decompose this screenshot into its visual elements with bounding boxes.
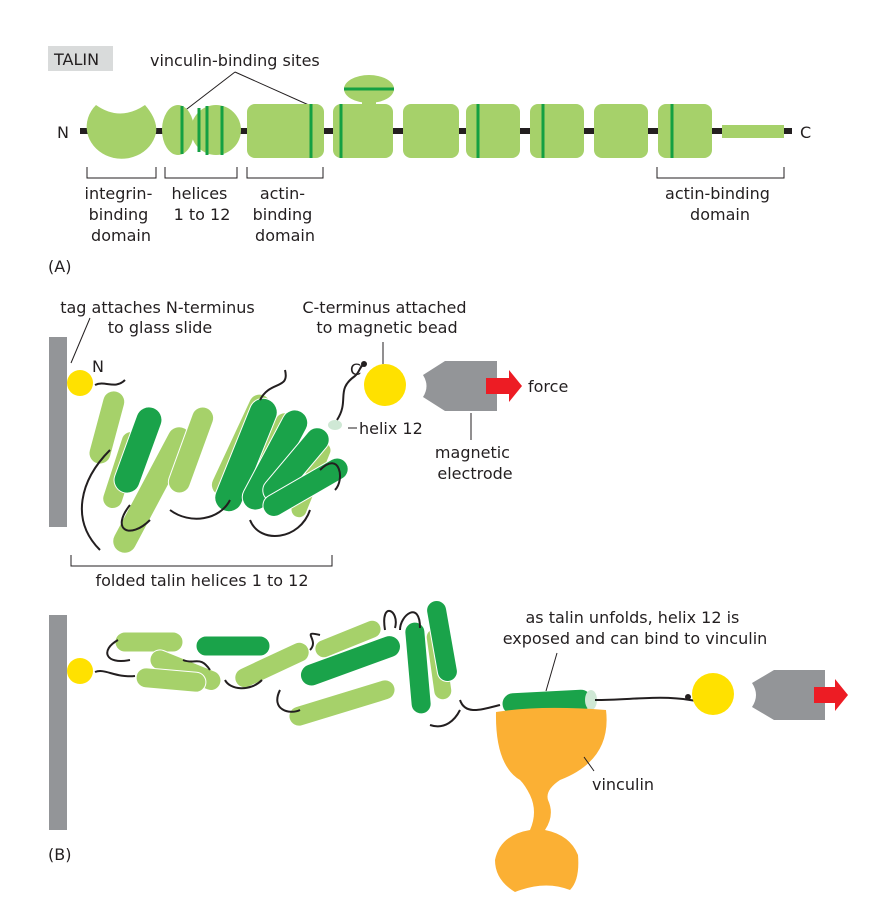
integrin-binding-domain [86,105,157,159]
helices-label: helices 1 to 12 [172,184,233,224]
vinculin-label: vinculin [592,775,654,794]
domain-brackets [86,167,785,179]
attachment-point [361,361,367,367]
panel-b-label: (B) [48,845,71,864]
actin-binding-label-1: actin- binding domain [253,184,318,245]
helix12-label: helix 12 [359,419,423,438]
helix-12-end [585,690,597,710]
actin-binding-label-2: actin-binding domain [665,184,775,224]
helices-domain-right [191,105,241,155]
rod-domains [247,75,784,158]
magnetic-bead [692,673,734,715]
magnetic-bead [364,364,406,406]
integrin-binding-label: integrin- binding domain [85,184,158,245]
talin-badge [48,46,113,71]
loops [80,369,341,551]
glass-slide [49,615,67,830]
vinculin-site-stripes [309,87,674,158]
rod-block [658,104,712,158]
rod-block [466,104,520,158]
loops [106,609,501,728]
panel-b-unfolded: as talin unfolds, helix 12 is exposed an… [48,599,848,892]
force-label: force [528,377,568,396]
cterm-label: C-terminus attached to magnetic bead [302,298,471,337]
n-tag-bead [67,658,93,684]
rod-insert-stem [362,98,376,108]
vinculin-protein [495,707,607,892]
unfold-label: as talin unfolds, helix 12 is exposed an… [503,608,768,648]
panel-b-folded: tag attaches N-terminus to glass slide N [49,298,568,590]
vinculin-site-stripes [180,106,224,155]
c-label: C [350,360,361,379]
helix-12-end [328,420,342,430]
leader-line [182,71,236,113]
n-tag-bead [67,370,93,396]
leader-line [70,317,91,364]
folded-label: folded talin helices 1 to 12 [95,571,308,590]
vinculin-sites-label: vinculin-binding sites [150,51,320,70]
panel-a: TALIN vinculin-binding sites N C [48,46,811,276]
linker [94,670,136,678]
electrode-label: magnetic electrode [435,443,515,483]
leader-line [545,652,558,692]
rod-block [403,104,459,158]
leader-line [583,756,595,772]
attachment-point [685,694,691,700]
tag-label: tag attaches N-terminus to glass slide [60,298,260,337]
glass-slide [49,337,67,527]
unfolded-helices [114,599,593,727]
talin-badge-text: TALIN [53,50,99,69]
magnetic-electrode [423,361,497,411]
rod-block [530,104,584,158]
c-linker [336,364,365,421]
force-arrow-icon [814,679,848,711]
folded-bracket [70,555,333,567]
linker [94,379,126,386]
rod-block [333,104,393,158]
rod-block [594,104,648,158]
dimerization-domain [722,125,784,138]
leader-line [234,71,312,107]
force-arrow-icon [486,370,522,402]
rod-block [247,104,324,158]
n-terminus-label: N [57,123,69,142]
helices-domain-left [162,105,194,155]
c-terminus-label: C [800,123,811,142]
folded-helix-bundle [88,390,349,554]
n-label: N [92,357,104,376]
panel-a-label: (A) [48,257,71,276]
magnetic-electrode [752,670,825,720]
